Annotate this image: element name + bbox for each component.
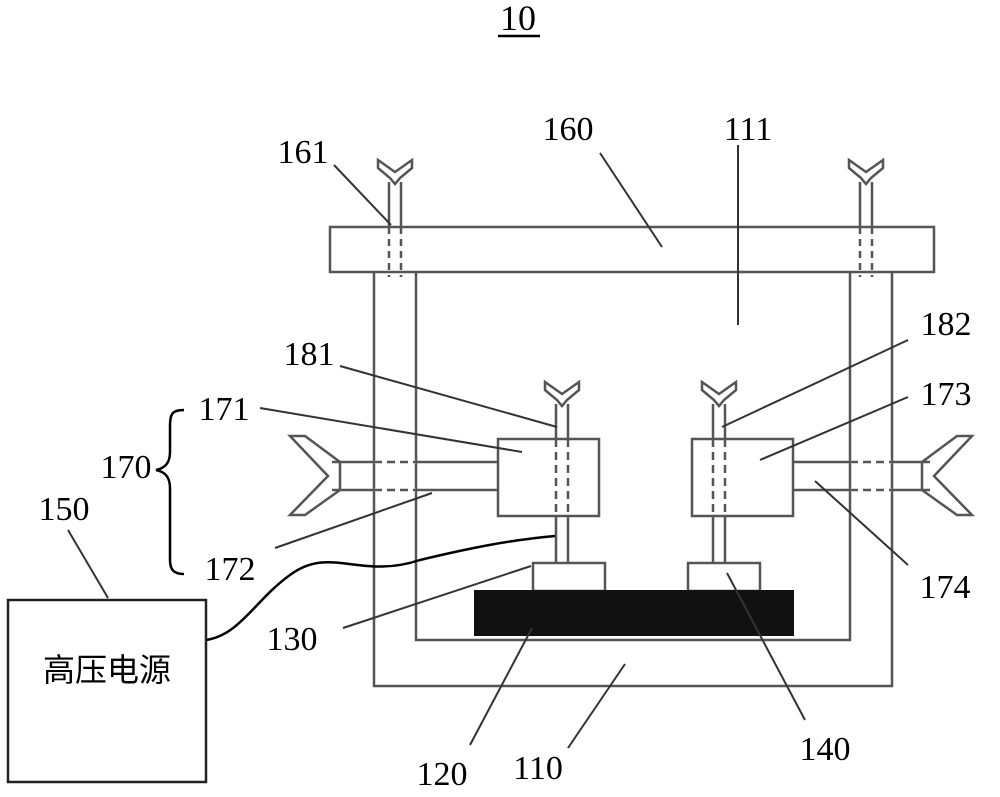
power-supply-box-150	[6, 598, 208, 784]
label-140: 140	[800, 731, 851, 768]
electrode-140	[686, 561, 762, 593]
label-171: 171	[199, 391, 250, 428]
leader-160	[599, 152, 663, 248]
slider-block-173	[690, 437, 795, 518]
label-150: 150	[39, 491, 90, 528]
label-130: 130	[267, 621, 318, 658]
power-wire	[205, 534, 556, 642]
leader-140	[726, 572, 806, 721]
label-181: 181	[284, 336, 335, 373]
screw-181	[543, 379, 581, 563]
leader-171	[259, 407, 523, 453]
label-110: 110	[513, 750, 563, 787]
label-111: 111	[724, 111, 772, 148]
figure-number: 10	[500, 0, 536, 38]
label-182: 182	[921, 306, 972, 343]
label-120: 120	[417, 756, 468, 792]
leader-130	[342, 565, 532, 629]
leader-lines	[67, 145, 909, 749]
leader-120	[469, 627, 533, 746]
slider-block-171	[496, 437, 601, 518]
leader-161	[333, 164, 392, 226]
power-supply-label: 高压电源	[43, 651, 171, 689]
brace-170	[155, 408, 185, 576]
electrode-130	[531, 561, 607, 593]
leader-172	[274, 492, 433, 549]
label-174: 174	[920, 569, 971, 606]
screw-161	[376, 157, 414, 277]
top-plate-160	[328, 225, 936, 274]
top-right-screw	[847, 157, 885, 277]
leader-150	[67, 529, 109, 599]
leader-181	[339, 365, 558, 428]
label-160: 160	[543, 111, 594, 148]
label-161: 161	[278, 134, 329, 171]
leader-110	[567, 663, 626, 749]
label-173: 173	[921, 376, 972, 413]
leader-173	[759, 396, 909, 461]
sample-120	[474, 590, 794, 636]
screw-182	[700, 379, 738, 563]
rod-174	[793, 434, 975, 517]
label-170: 170	[101, 449, 152, 486]
label-172: 172	[205, 551, 256, 588]
leader-174	[814, 480, 909, 566]
rod-172	[287, 434, 498, 517]
container-110	[372, 272, 894, 688]
leader-182	[721, 339, 909, 428]
